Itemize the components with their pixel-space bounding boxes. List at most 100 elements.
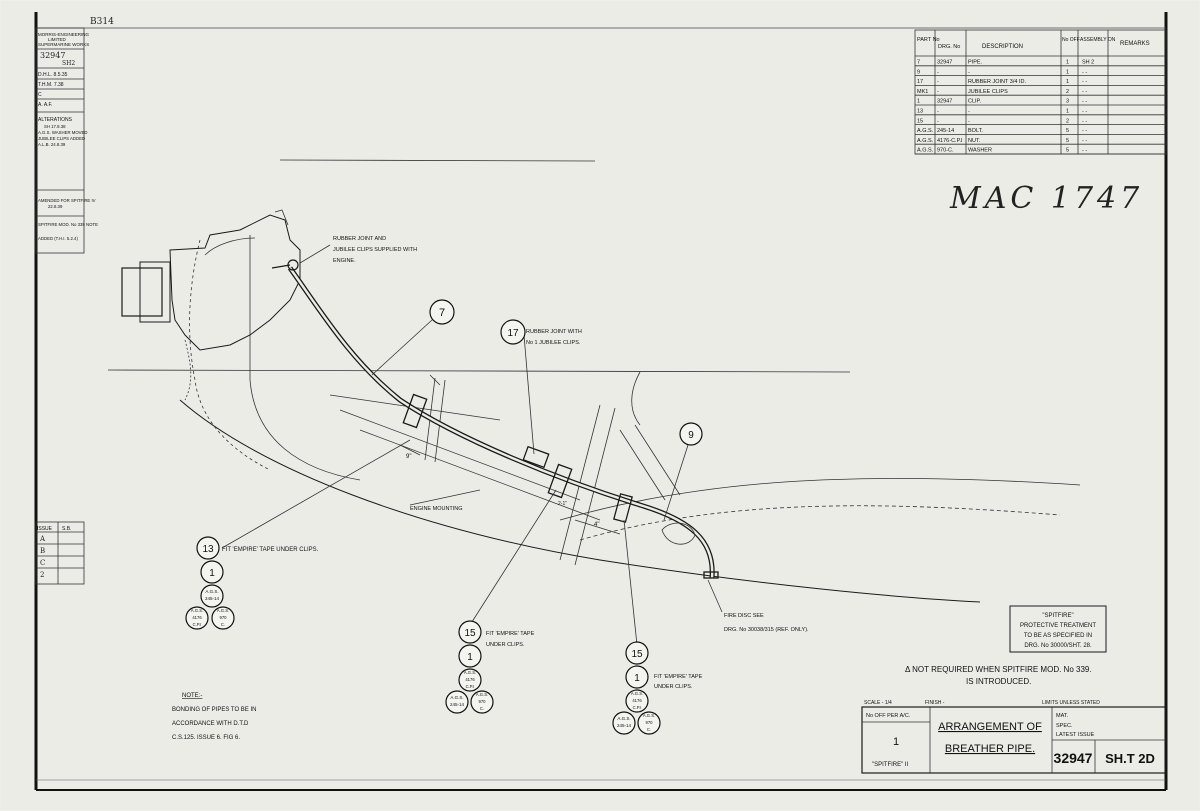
parts-cell: 5 [1066,148,1069,154]
alteration-3: JUBILEE CLIPS ADDED [38,136,85,141]
parts-cell: 3 [1066,99,1069,105]
bonding-note: NOTE:- BONDING OF PIPES TO BE IN ACCORDA… [172,693,256,741]
parts-cell: - - [1082,118,1087,124]
engine-mounting-label: ENGINE MOUNTING [410,506,463,512]
parts-cell: - [968,118,970,124]
parts-cell: - - [1082,148,1087,154]
bonding-note-label: NOTE:- [182,693,202,699]
parts-cell: - - [1082,128,1087,134]
parts-header-assembly: ASSEMBLY ON [1080,37,1116,43]
latest-issue-label: LATEST ISSUE [1056,732,1095,738]
parts-cell: RUBBER JOINT 3/4 ID. [968,79,1026,85]
leader-lines [221,244,723,646]
protective-line-4: DRG. No 30000/SHT. 28. [1024,643,1092,649]
parts-cell: 1 [1066,60,1069,66]
parts-cell: 7 [917,60,920,66]
parts-cell: A.G.S. [917,148,934,154]
callout-top-joint-line-1: RUBBER JOINT AND [333,236,386,242]
parts-cell: 17 [917,79,923,85]
balloon-17-text: 17 [507,328,519,339]
parts-cell: A.G.S. [917,138,934,144]
washer-15a-line-1: A.G.S. [476,692,488,697]
alteration-6: 22.8.39 [48,204,63,209]
alteration-4: A.L.B. 24.8.39 [38,142,66,147]
parts-cell: 1 [1066,69,1069,75]
protective-line-2: PROTECTIVE TREATMENT [1020,623,1096,629]
aircraft-label: "SPITFIRE" II [872,762,909,768]
main-title-block: SCALE - 1/4 FINISH - LIMITS UNLESS STATE… [861,700,1167,774]
pipe-clip-2 [547,463,573,499]
bolt-15b-line-2: 245-14 [617,723,632,728]
approved-by: A. A.F. [38,102,52,108]
parts-list: PART No DRG. No DESCRIPTION No OFF ASSEM… [914,29,1167,155]
material-label: MAT. [1056,713,1069,719]
parts-header-no-off: No OFF [1062,37,1080,43]
company-line-3: SUPERMARINE WORKS [38,42,89,47]
protective-line-1: "SPITFIRE" [1042,613,1073,619]
bolt-15b-line-1: A.G.S. [617,716,630,721]
pipe-clip-3 [613,493,633,523]
callout-tape-15b-line-2: UNDER CLIPS. [654,684,693,690]
balloon-15b-text: 15 [631,649,643,660]
nut-15b-line-3: C.P.I [633,705,642,710]
issue-header: ISSUE [37,526,53,532]
spec-label: SPEC. [1056,723,1073,729]
nut-13-line-3: C.P.I [193,622,202,627]
issue-b: B [40,547,45,555]
parts-cell: MK1 [917,89,928,95]
parts-cell: BOLT. [968,128,983,134]
parts-cell: 2 [1066,89,1069,95]
bolt-15a-line-2: 245-14 [450,702,465,707]
limits-label: LIMITS UNLESS STATED [1042,700,1100,706]
nut-13-line-2: 4176 [192,615,202,620]
alteration-8: ADDED (T.H.I. 5.2.4) [38,236,78,241]
bonding-note-line-3: C.S.125. ISSUE 6. FIG 6. [172,735,240,741]
parts-cell: 5 [1066,128,1069,134]
balloon-7: 7 [429,299,455,325]
sheet-ref: B314 [90,17,114,27]
balloon-13-text: 13 [202,544,214,555]
washer-13-line-3: C. [221,622,225,627]
washer-13-line-2: 970 [220,615,228,620]
callout-17-line-2: No 1 JUBILEE CLIPS. [526,340,581,346]
parts-header-drg-no: DRG. No [938,44,960,50]
callout-top-joint-line-3: ENGINE. [333,258,356,264]
balloon-stack-15a: 15 1 A.G.S. 4176 C.P.I A.G.S. 245-14 A.G… [445,620,494,714]
callout-tape-15b-line-1: FIT 'EMPIRE' TAPE [654,674,703,680]
parts-cell: 13 [917,109,923,115]
parts-cell: - [937,69,939,75]
traced-by: T.H.M. 7.38 [38,82,64,88]
parts-cell: - [968,109,970,115]
parts-header-remarks: REMARKS [1120,41,1150,47]
parts-cell: CLIP. [968,99,982,105]
callout-fire-disc-line-1: FIRE DISC SEE [724,613,764,619]
drawing-title-line-2: BREATHER PIPE. [945,743,1035,755]
dimension-4in: 4" [594,522,599,528]
mod-note-line-1: Δ NOT REQUIRED WHEN SPITFIRE MOD. No 339… [905,665,1092,674]
alteration-2: A.G.S. WASHER MOVED [38,130,88,135]
parts-cell: 1 [917,99,920,105]
protective-line-3: TO BE AS SPECIFIED IN [1024,633,1092,639]
parts-cell: JUBILEE CLIPS [968,89,1008,95]
balloon-9-text: 9 [688,430,694,441]
parts-cell: - - [1082,69,1087,75]
no-off-value: 1 [893,736,899,748]
nut-15b-line-1: A.G.S. [631,691,643,696]
balloon-15b-part1-text: 1 [634,673,640,684]
balloon-15a-part1-text: 1 [467,652,473,663]
engine-outline [121,209,301,401]
parts-cell: SH 2 [1082,60,1094,66]
rubber-joint-17 [522,445,550,469]
protective-treatment-box: "SPITFIRE" PROTECTIVE TREATMENT TO BE AS… [1009,605,1107,653]
dimension-9in: 9" [406,454,411,460]
callout-tape-13: FIT 'EMPIRE' TAPE UNDER CLIPS. [222,547,319,553]
parts-cell: - - [1082,109,1087,115]
parts-cell: 15 [917,118,923,124]
nut-15a-line-1: A.G.S. [464,670,476,675]
bolt-15a-line-1: A.G.S. [450,695,463,700]
parts-cell: 32947 [937,60,952,66]
washer-15b-line-2: 970 [646,720,654,725]
callout-tape-15a-line-1: FIT 'EMPIRE' TAPE [486,631,535,637]
